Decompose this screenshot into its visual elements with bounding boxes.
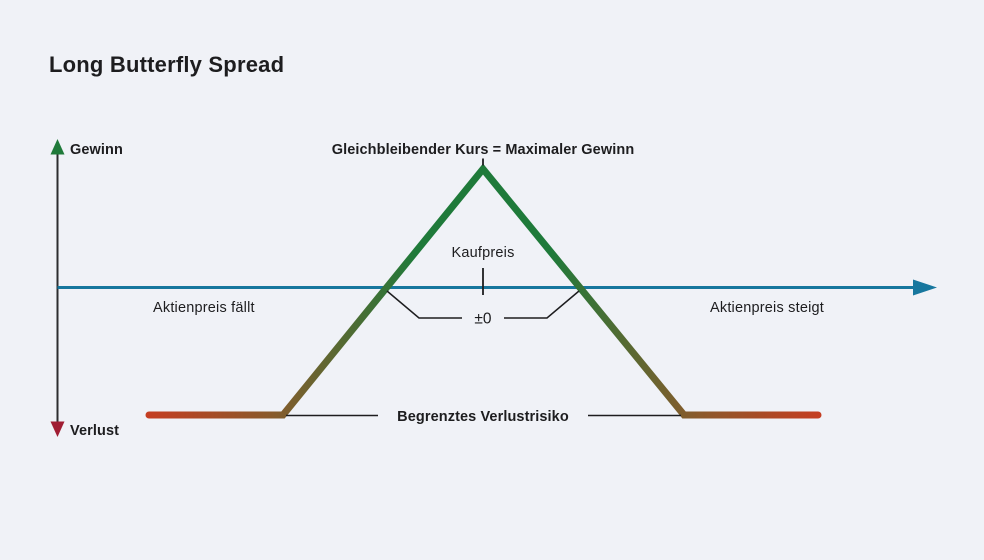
x-axis-right-arrow-icon [913,279,937,296]
purchase-price-label: Kaufpreis [451,245,514,261]
price-falls-label: Aktienpreis fällt [153,300,255,316]
y-axis-down-arrow-icon [50,421,65,437]
price-rises-label: Aktienpreis steigt [710,300,824,316]
breakeven-leader-left [386,290,462,319]
breakeven-leader-right [504,290,580,319]
payoff-curve [145,163,822,419]
limited-loss-label: Begrenztes Verlustrisiko [397,409,569,425]
page-title: Long Butterfly Spread [49,52,284,77]
breakeven-label: ±0 [474,311,492,328]
loss-axis-label: Verlust [70,423,119,439]
y-axis-up-arrow-icon [50,139,65,155]
max-gain-label: Gleichbleibender Kurs = Maximaler Gewinn [332,142,635,158]
gain-axis-label: Gewinn [70,142,123,158]
